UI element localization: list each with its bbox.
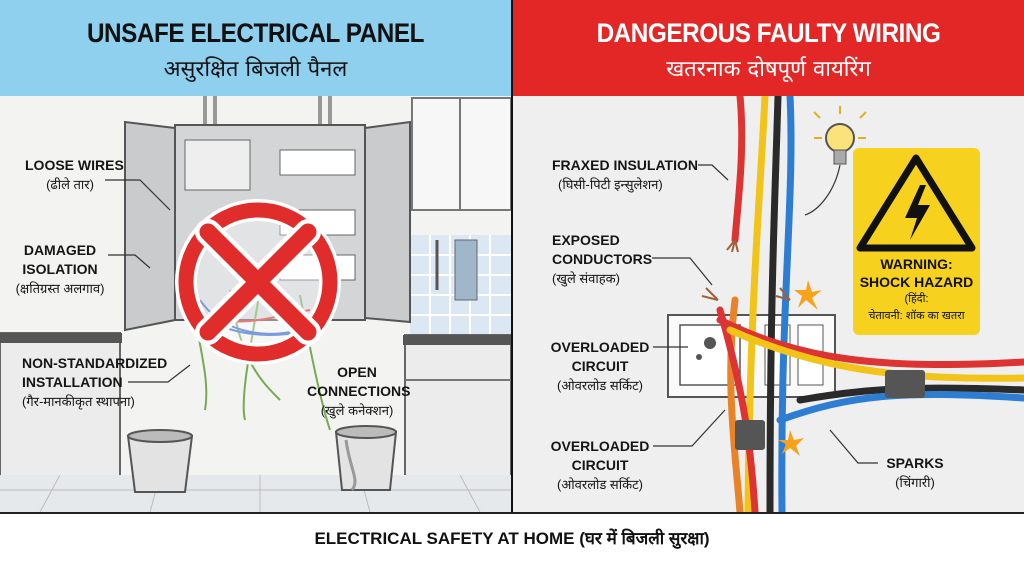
left-header: UNSAFE ELECTRICAL PANEL असुरक्षित बिजली … [0,0,511,96]
label-overloaded-circuit: OVERLOADED CIRCUIT (ओवरलोड सर्किट) [545,437,655,494]
label-hi: (खुले संवाहक) [552,271,620,286]
label-damaged-isolation: DAMAGED ISOLATION (क्षतिग्रस्त अलगाव) [10,241,110,298]
frayed-conductors [701,239,791,301]
right-title-hindi: खतरनाक दोषपूर्ण वायरिंग [666,57,871,82]
upper-cabinet [411,97,511,211]
label-overloaded-circuit: OVERLOADED CIRCUIT (ओवरलोड सर्किट) [545,338,655,395]
label-hi: (खुले कनेक्शन) [320,403,394,418]
label-frayed-insulation: FRAXED INSULATION (घिसी-पिटी इन्सुलेशन) [552,156,698,194]
label-en: CIRCUIT [571,358,629,374]
prohibition-sign-icon [175,199,341,365]
spark-icon [778,280,822,456]
wires [716,96,1024,512]
warning-line: SHOCK HAZARD [859,274,974,290]
warning-sign-text: WARNING: SHOCK HAZARD (हिंदी: चेतावनी: श… [853,255,980,325]
label-hi: (घिसी-पिटी इन्सुलेशन) [558,177,663,192]
high-voltage-warning-icon [853,148,980,335]
left-title-hindi: असुरक्षित बिजली पैनल [163,57,348,82]
label-en: OVERLOADED [550,438,650,454]
label-en: EXPOSED [552,232,620,248]
label-hi: (ओवरलोड सर्किट) [557,477,643,492]
label-hi: (चिंगारी) [895,475,935,490]
label-en: CONNECTIONS [307,383,411,399]
bucket [126,429,194,493]
warning-line: (हिंदी: [904,293,929,305]
label-hi: (ढीले तार) [46,177,94,192]
left-title: UNSAFE ELECTRICAL PANEL [86,18,425,48]
label-en: CONDUCTORS [552,251,653,267]
label-en: DAMAGED [23,242,97,258]
footer-title: ELECTRICAL SAFETY AT HOME (घर में बिजली … [314,529,710,548]
label-hi: (गैर-मानकीकृत स्थापना) [22,394,135,409]
label-en: FRAXED INSULATION [552,157,698,173]
right-title: DANGEROUS FAULTY WIRING [596,18,941,48]
label-en: ISOLATION [22,261,98,277]
unsafe-panel-illustration [0,96,511,512]
faulty-wiring-illustration [513,96,1024,512]
right-header: DANGEROUS FAULTY WIRING खतरनाक दोषपूर्ण … [513,0,1024,96]
label-en: SPARKS [886,455,944,471]
electrical-tape [885,370,925,398]
label-exposed-conductors: EXPOSED CONDUCTORS (खुले संवाहक) [552,231,652,288]
label-non-standardized-installation: NON-STANDARDIZED INSTALLATION (गैर-मानकी… [22,354,167,411]
footer: ELECTRICAL SAFETY AT HOME (घर में बिजली … [0,512,1024,561]
towel [454,239,478,301]
label-en: CIRCUIT [571,457,629,473]
label-en: OVERLOADED [550,339,650,355]
light-bulb-icon [804,106,867,216]
label-en: LOOSE WIRES [25,157,124,173]
panel-divider [511,0,513,512]
bucket [334,425,398,491]
label-hi: (ओवरलोड सर्किट) [557,378,643,393]
right-counter [404,334,511,496]
warning-line: WARNING: [880,256,953,272]
label-en: OPEN [337,364,377,380]
label-en: INSTALLATION [22,374,123,390]
electrical-tape [735,420,765,450]
label-hi: (क्षतिग्रस्त अलगाव) [15,281,105,296]
label-en: NON-STANDARDIZED [22,355,168,371]
label-open-connections: OPEN CONNECTIONS (खुले कनेक्शन) [307,363,411,420]
label-sparks: SPARKS (चिंगारी) [875,454,955,492]
label-loose-wires: LOOSE WIRES (ढीले तार) [25,156,124,194]
warning-line: चेतावनी: शॉक का खतरा [868,310,965,322]
